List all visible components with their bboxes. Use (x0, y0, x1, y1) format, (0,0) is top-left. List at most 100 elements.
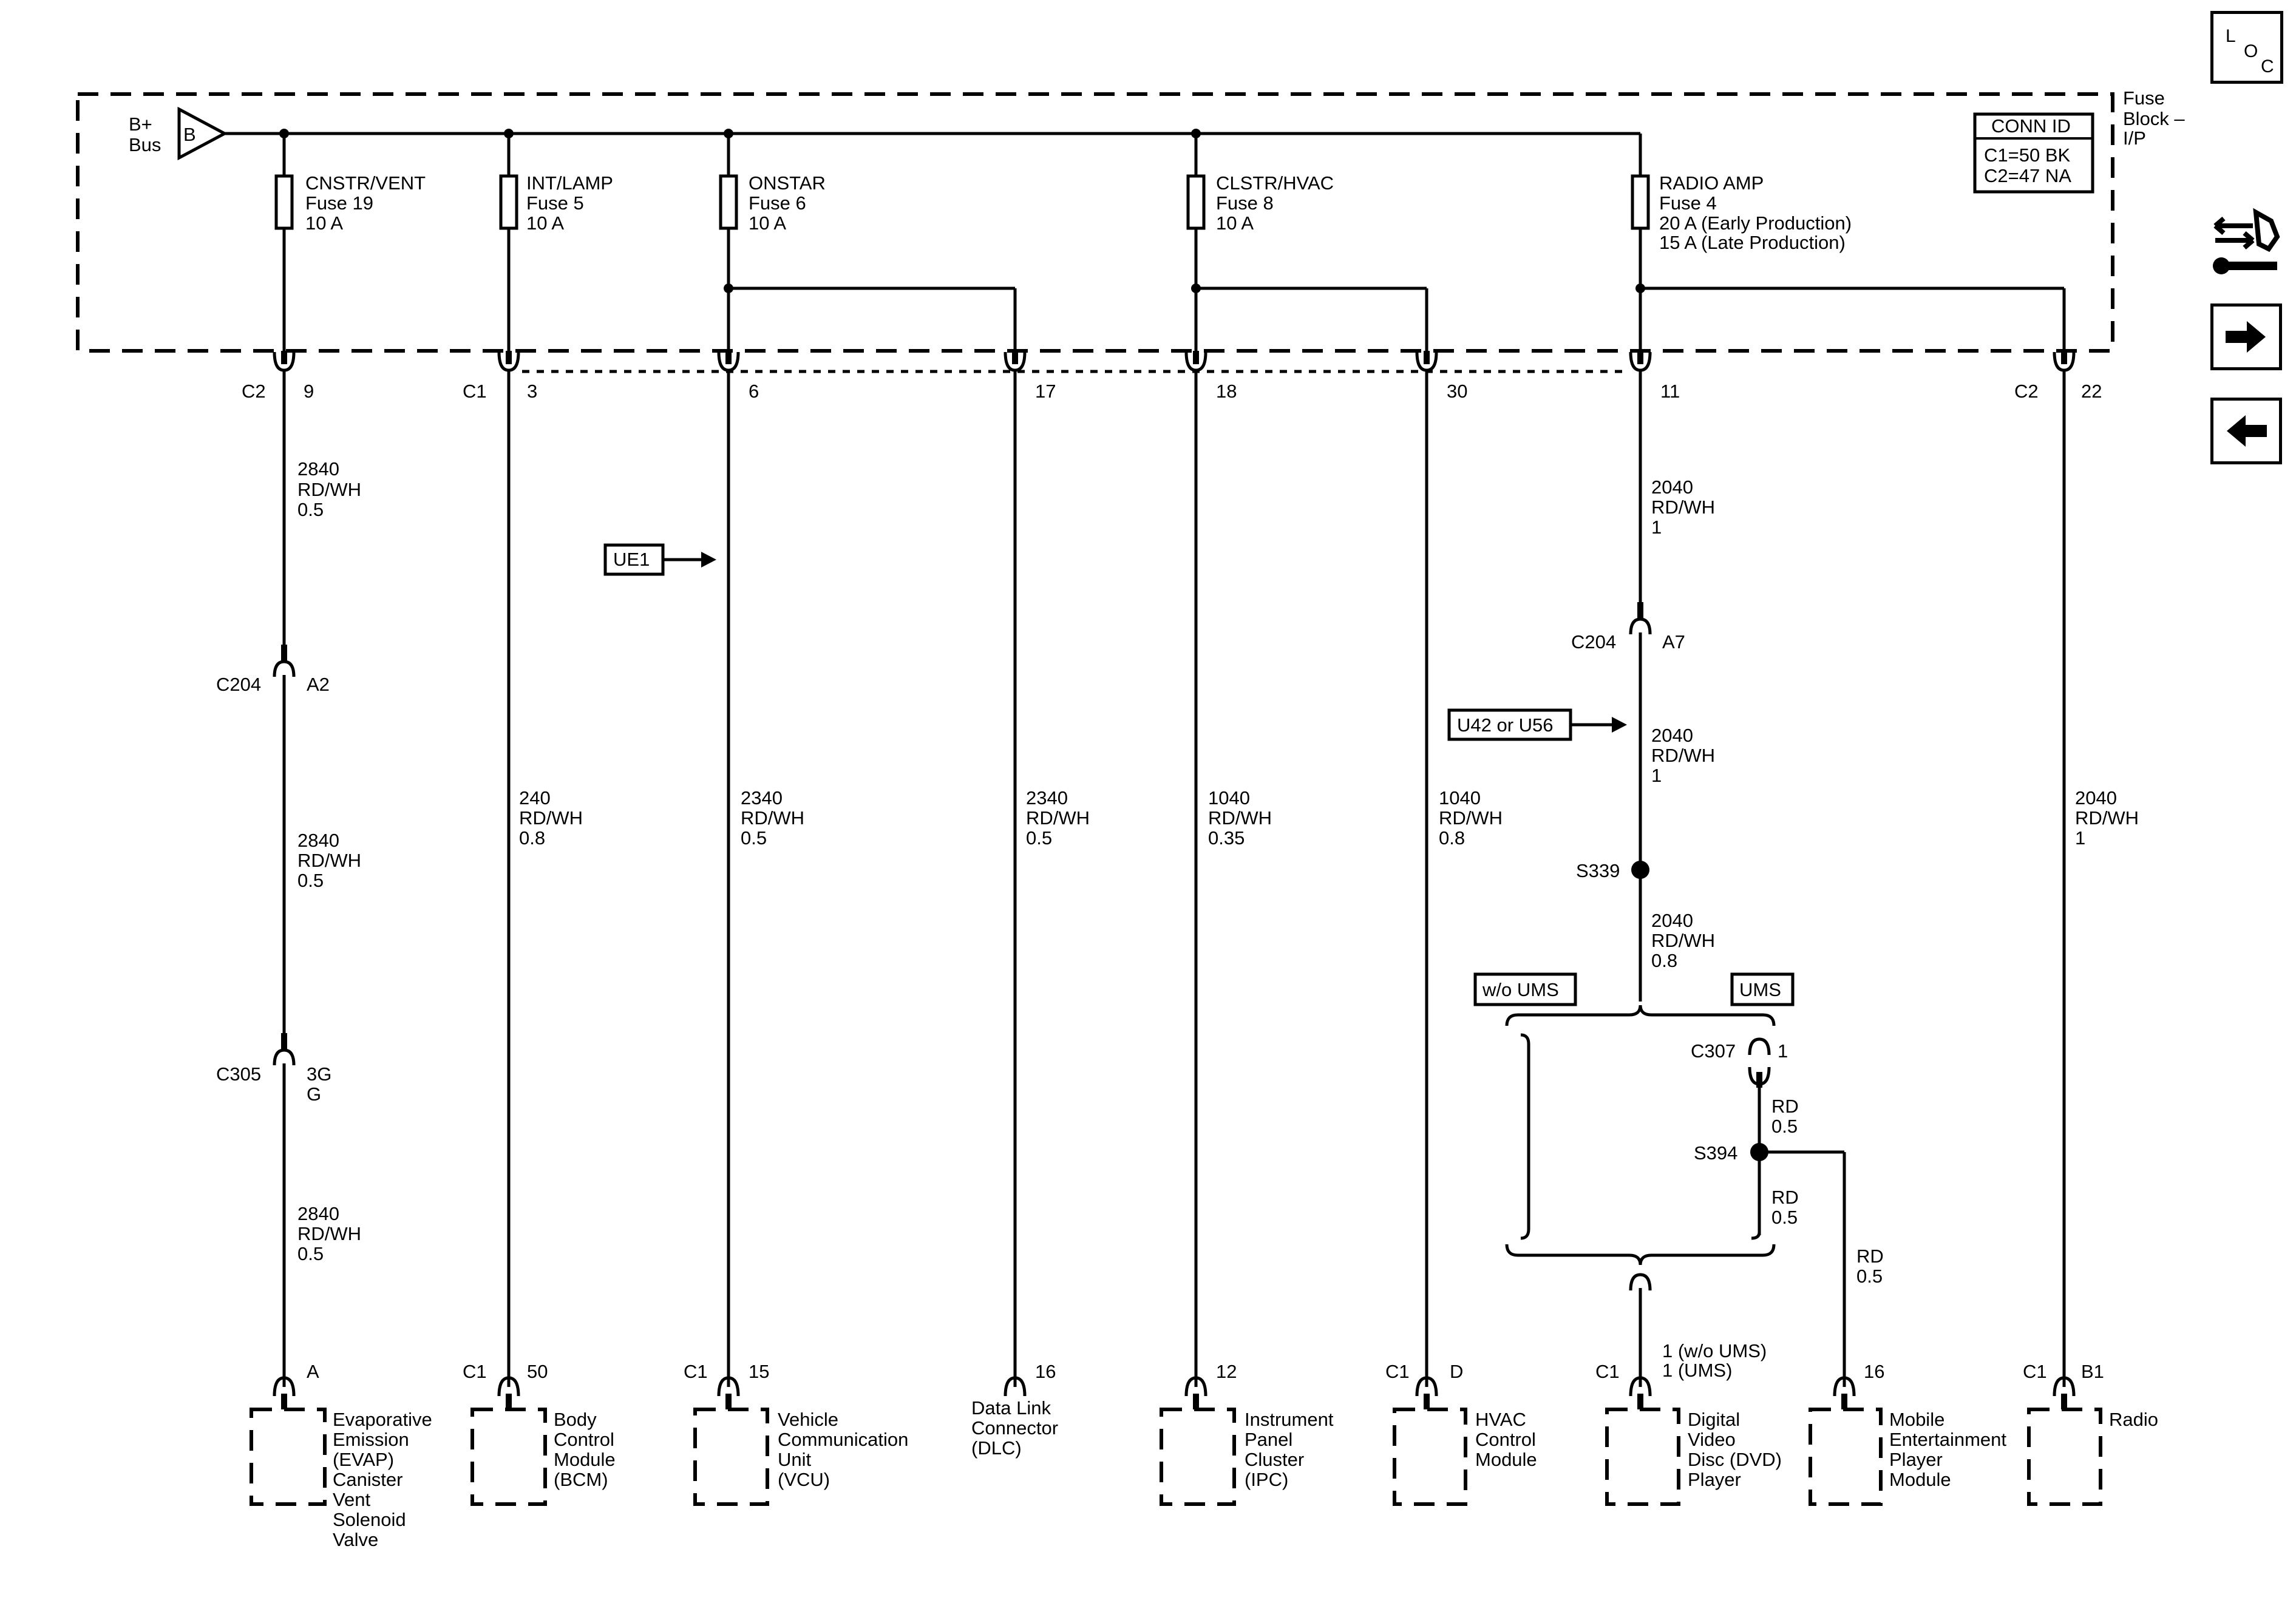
svg-text:A: A (307, 1361, 319, 1382)
svg-text:0.8: 0.8 (1651, 950, 1677, 971)
svg-text:3G: 3G (307, 1063, 331, 1085)
svg-text:2840: 2840 (297, 830, 339, 851)
c204-a2-label: C204 (216, 674, 261, 695)
svg-text:Module: Module (1889, 1469, 1951, 1490)
next-page-button[interactable] (2210, 303, 2282, 370)
svg-text:CNSTR/VENT: CNSTR/VENT (305, 172, 426, 194)
svg-text:2040: 2040 (2075, 787, 2117, 808)
svg-text:(DLC): (DLC) (971, 1437, 1022, 1459)
svg-text:RD: RD (1771, 1096, 1799, 1117)
svg-text:Evaporative: Evaporative (333, 1409, 432, 1430)
svg-text:Module: Module (1475, 1449, 1537, 1470)
svg-text:Communication: Communication (778, 1429, 908, 1450)
svg-text:Fuse 19: Fuse 19 (305, 192, 373, 214)
fuse-block-label: Fuse (2123, 87, 2165, 109)
fuse-block-label: I/P (2123, 127, 2146, 149)
svg-text:RD/WH: RD/WH (2075, 807, 2139, 829)
svg-text:RD/WH: RD/WH (297, 850, 361, 871)
svg-text:15 A (Late Production): 15 A (Late Production) (1659, 232, 1846, 253)
svg-text:Data Link: Data Link (971, 1397, 1051, 1419)
svg-text:1 (UMS): 1 (UMS) (1662, 1360, 1732, 1381)
svg-text:Fuse 4: Fuse 4 (1659, 192, 1717, 214)
svg-text:RD/WH: RD/WH (297, 1223, 361, 1244)
previous-page-button[interactable] (2210, 398, 2282, 464)
locator-button[interactable]: L O C (2210, 11, 2283, 84)
svg-text:0.5: 0.5 (297, 499, 324, 520)
svg-text:0.8: 0.8 (519, 827, 545, 849)
top-connector-c1-3: C1 3 (463, 351, 537, 402)
loc-o: O (2244, 41, 2258, 61)
svg-text:18: 18 (1216, 381, 1237, 402)
svg-text:Control: Control (554, 1429, 614, 1450)
svg-text:Panel: Panel (1245, 1429, 1292, 1450)
wire-radio: 2040 RD/WH 1 (2062, 370, 2139, 1387)
svg-text:A7: A7 (1662, 631, 1685, 653)
svg-text:Valve: Valve (333, 1529, 378, 1550)
svg-text:RADIO AMP: RADIO AMP (1659, 172, 1764, 194)
svg-text:50: 50 (527, 1361, 548, 1382)
svg-text:Disc (DVD): Disc (DVD) (1688, 1449, 1782, 1470)
svg-text:20 A (Early Production): 20 A (Early Production) (1659, 212, 1852, 234)
svg-text:HVAC: HVAC (1475, 1409, 1526, 1430)
svg-text:RD/WH: RD/WH (741, 807, 804, 829)
svg-text:Player: Player (1688, 1469, 1741, 1490)
top-connector-c2-22: C2 22 (2014, 351, 2102, 402)
fuse-19: CNSTR/VENT Fuse 19 10 A (274, 129, 426, 351)
svg-text:Video: Video (1688, 1429, 1736, 1450)
component-hvac-module: C1 D HVAC Control Module (1385, 1361, 1537, 1506)
svg-text:C1: C1 (1385, 1361, 1410, 1382)
svg-text:0.5: 0.5 (297, 870, 324, 891)
svg-text:(IPC): (IPC) (1245, 1469, 1288, 1490)
svg-text:B1: B1 (2081, 1361, 2104, 1382)
svg-text:C1: C1 (463, 1361, 487, 1382)
fuse-block: Fuse Block – I/P B+ Bus B CONN ID C1=50 … (76, 87, 2185, 353)
svg-text:Instrument: Instrument (1245, 1409, 1334, 1430)
bus-label: B+ (129, 114, 152, 135)
svg-text:0.5: 0.5 (1771, 1207, 1798, 1228)
svg-text:1 (w/o UMS): 1 (w/o UMS) (1662, 1340, 1767, 1361)
top-connector-11: 11 (1629, 351, 1680, 402)
wire-dlc: 2340 RD/WH 0.5 (1013, 370, 1090, 1387)
svg-text:(BCM): (BCM) (554, 1469, 608, 1490)
fuse-8: CLSTR/HVAC Fuse 8 10 A (1186, 129, 1428, 351)
svg-text:Body: Body (554, 1409, 597, 1430)
arrow-right-icon (2226, 321, 2266, 353)
svg-text:10 A: 10 A (526, 212, 564, 234)
component-ipc: 12 Instrument Panel Cluster (IPC) (1160, 1361, 1334, 1506)
svg-text:0.5: 0.5 (1026, 827, 1052, 849)
svg-text:Player: Player (1889, 1449, 1943, 1470)
top-connector-18: 18 (1184, 351, 1237, 402)
svg-text:15: 15 (749, 1361, 769, 1382)
svg-text:11: 11 (1660, 381, 1680, 402)
svg-text:RD/WH: RD/WH (1026, 807, 1090, 829)
svg-text:6: 6 (749, 381, 759, 402)
wrench-arrows-icon[interactable] (2210, 200, 2286, 285)
component-radio: C1 B1 Radio (2023, 1361, 2158, 1506)
svg-text:2840: 2840 (297, 458, 339, 480)
svg-text:(VCU): (VCU) (778, 1469, 830, 1490)
svg-text:C1: C1 (684, 1361, 708, 1382)
svg-text:2340: 2340 (741, 787, 783, 808)
svg-text:S339: S339 (1576, 860, 1620, 881)
bus-label: Bus (129, 134, 161, 155)
svg-text:0.5: 0.5 (297, 1243, 324, 1264)
loc-c: C (2261, 56, 2274, 76)
svg-text:U42 or U56: U42 or U56 (1457, 714, 1554, 736)
component-evap-valve: A Evaporative Emission (EVAP) Canister V… (250, 1361, 432, 1550)
svg-text:Fuse 5: Fuse 5 (526, 192, 584, 214)
svg-text:2040: 2040 (1651, 910, 1693, 931)
svg-text:RD/WH: RD/WH (1439, 807, 1503, 829)
c204-a7-label: C204 (1571, 631, 1616, 653)
svg-text:1: 1 (1778, 1040, 1788, 1062)
wo-ums-option-box (1473, 972, 1577, 1006)
svg-text:RD/WH: RD/WH (1651, 930, 1715, 951)
svg-text:3: 3 (527, 381, 537, 402)
svg-text:CLSTR/HVAC: CLSTR/HVAC (1216, 172, 1334, 194)
component-dlc: 16 Data Link Connector (DLC) (971, 1361, 1058, 1459)
svg-text:0.35: 0.35 (1208, 827, 1245, 849)
top-connector-6: 6 (717, 351, 759, 402)
svg-text:0.5: 0.5 (741, 827, 767, 849)
svg-text:C307: C307 (1691, 1040, 1736, 1062)
svg-text:Control: Control (1475, 1429, 1536, 1450)
